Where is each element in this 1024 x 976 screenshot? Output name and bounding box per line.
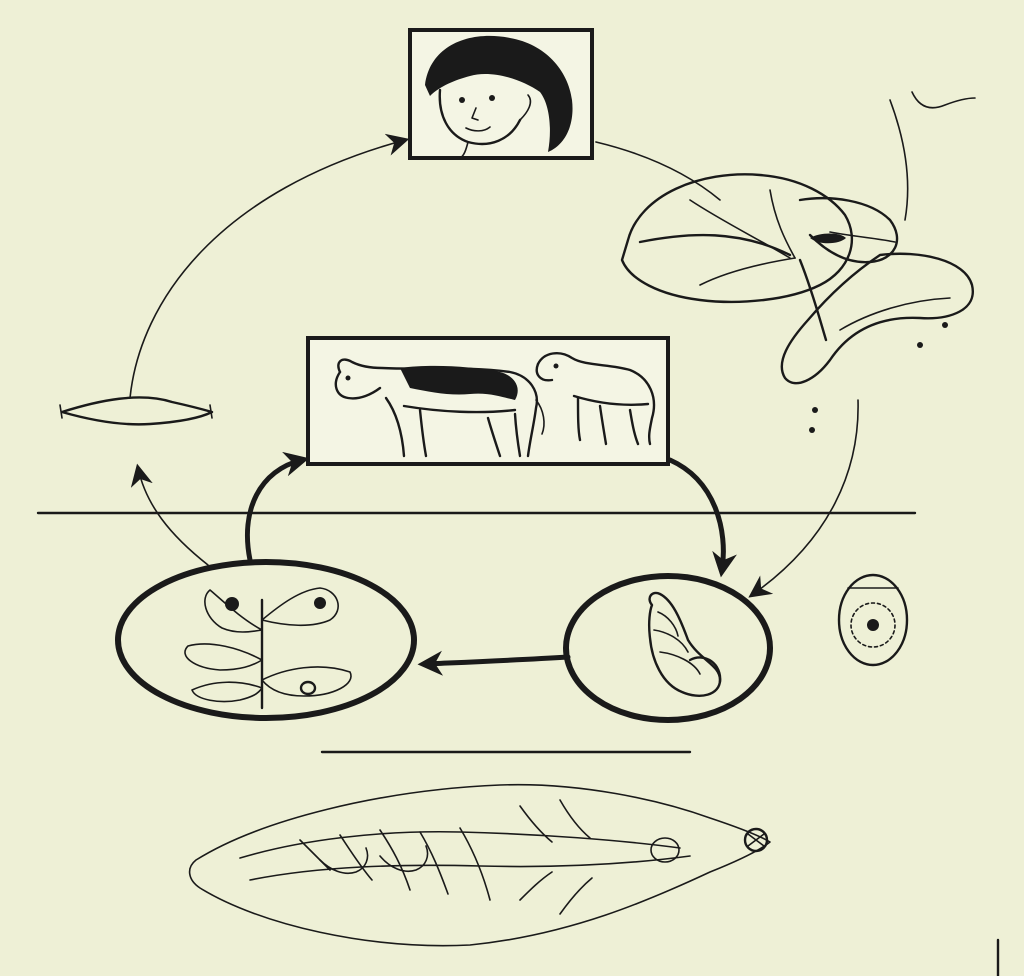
adult-fluke <box>188 783 771 947</box>
human-face-icon <box>425 35 573 159</box>
metacercaria <box>59 396 214 426</box>
arrow-metacercaria-to-human <box>129 133 410 399</box>
arrow-plant-to-metacercaria <box>130 463 209 566</box>
metacercaria-icon <box>59 396 214 426</box>
snail-icon <box>647 591 722 697</box>
arrow-livestock-to-snail <box>667 457 737 578</box>
egg-icon <box>837 573 909 667</box>
livestock-host <box>306 336 670 466</box>
cow-and-sheep-icon <box>334 352 656 458</box>
liver-host-organ <box>620 91 976 433</box>
arrow-human-to-liver <box>595 141 721 201</box>
liver-icon <box>620 91 976 433</box>
human-host <box>408 28 594 160</box>
arrow-snail-to-plant <box>417 650 571 676</box>
arrow-plant-to-livestock <box>244 451 310 563</box>
egg <box>837 573 909 667</box>
arrow-liver-to-snail <box>748 399 859 598</box>
water-plant-icon <box>184 587 352 710</box>
adult-fluke-icon <box>188 783 771 947</box>
water-plant <box>115 559 417 721</box>
snail-host <box>563 573 773 723</box>
